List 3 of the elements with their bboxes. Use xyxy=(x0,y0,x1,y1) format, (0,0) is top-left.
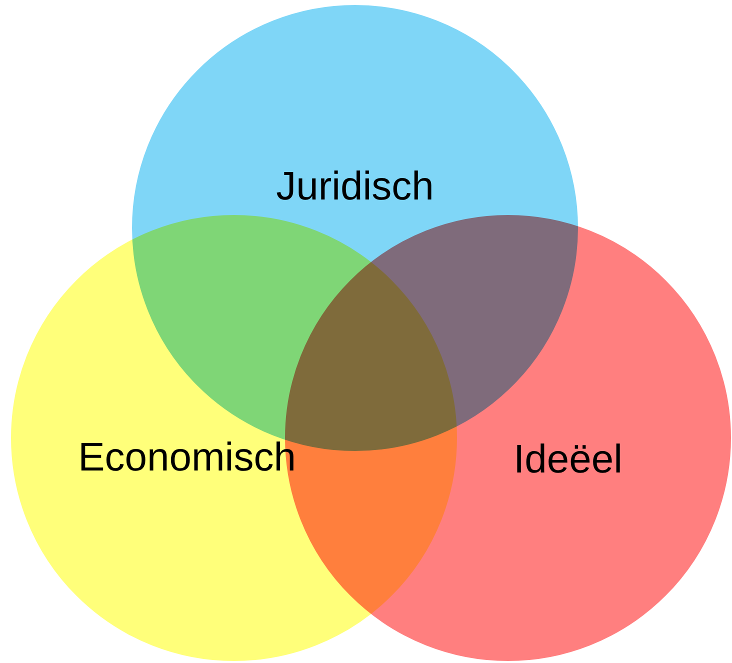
circle-label: Economisch xyxy=(78,436,296,480)
circle-label: Ideëel xyxy=(514,438,622,482)
circle-label: Juridisch xyxy=(276,164,434,210)
